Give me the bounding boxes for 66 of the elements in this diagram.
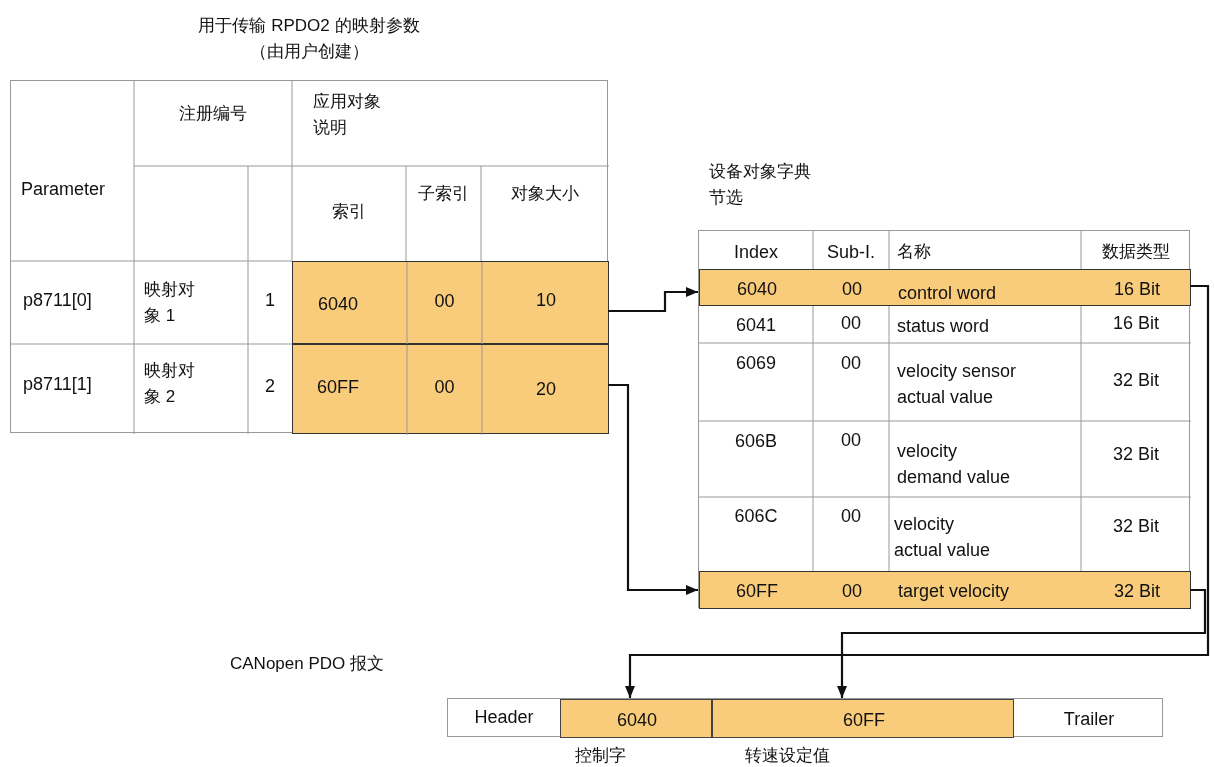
highlighted-table-row: [292, 261, 609, 344]
cell-text: 00: [841, 278, 863, 301]
cell-text: velocity sensor actual value: [897, 360, 1018, 409]
cell-text: velocity demand value: [897, 440, 1012, 489]
cell-text: p8711[1]: [23, 373, 93, 396]
cell-text: 1: [264, 289, 276, 312]
cell-text: 00: [840, 429, 862, 452]
cell-text: 32 Bit: [1112, 443, 1160, 466]
cell-text: 00: [840, 352, 862, 375]
telegram-field: [560, 699, 712, 738]
cell-text: velocity actual value: [894, 513, 992, 562]
cell-text: 6040: [735, 278, 778, 301]
connector-arrow: [608, 383, 698, 595]
table-title: 设备对象字典节选: [709, 161, 812, 209]
cell-text: 16 Bit: [1112, 312, 1160, 335]
cell-text: p8711[0]: [23, 289, 93, 312]
field-text: 6040: [615, 709, 658, 732]
field-text: Header: [473, 706, 535, 729]
column-header: 数据类型: [1101, 241, 1171, 263]
cell-text: 00: [840, 312, 862, 335]
column-header: Index: [732, 241, 779, 264]
cell-text: 32 Bit: [1113, 580, 1161, 603]
cell-text: 60FF: [735, 580, 779, 603]
cell-text: status word: [897, 315, 991, 338]
cell-text: control word: [898, 282, 998, 305]
cell-text: 606C: [733, 505, 779, 528]
cell-text: 00: [841, 580, 863, 603]
connector-arrow: [625, 284, 1210, 698]
cell-text: 00: [433, 290, 456, 313]
column-header: 对象大小: [510, 183, 580, 205]
column-header: 应用对象说明: [313, 91, 382, 139]
column-header: Parameter: [21, 178, 107, 201]
cell-text: 10: [535, 289, 557, 312]
cell-text: 6041: [734, 314, 777, 337]
cell-text: target velocity: [898, 580, 1011, 603]
column-header: 注册编号: [178, 103, 248, 125]
field-caption: 控制字: [575, 745, 627, 767]
cell-text: 00: [433, 376, 456, 399]
field-text: Trailer: [1062, 708, 1116, 731]
cell-text: 32 Bit: [1112, 369, 1160, 392]
field-text: 60FF: [842, 709, 886, 732]
highlighted-table-row: [292, 344, 609, 434]
highlighted-table-row: [699, 269, 1191, 306]
telegram-field: [712, 699, 1014, 738]
highlighted-table-row: [699, 571, 1191, 609]
column-header: 子索引: [417, 183, 470, 205]
cell-text: 2: [264, 375, 276, 398]
cell-text: 32 Bit: [1112, 515, 1160, 538]
column-header: 名称: [897, 241, 932, 263]
cell-text: 6069: [734, 352, 777, 375]
cell-text: 20: [535, 378, 557, 401]
column-header: Sub-I.: [826, 241, 876, 264]
cell-text: 映射对象 1: [144, 279, 196, 327]
cell-text: 映射对象 2: [144, 360, 196, 408]
caption-text: CANopen PDO 报文: [230, 653, 385, 675]
connector-arrow: [837, 588, 1207, 698]
table-title: 用于传输 RPDO2 的映射参数（由用户创建）: [197, 15, 421, 63]
cell-text: 60FF: [316, 376, 360, 399]
connector-arrow: [608, 287, 698, 313]
column-header: 索引: [331, 201, 367, 223]
telegram-bar: [447, 698, 1163, 737]
cell-text: 16 Bit: [1113, 278, 1161, 301]
cell-text: 00: [840, 505, 862, 528]
field-caption: 转速设定值: [745, 745, 831, 767]
cell-text: 606B: [733, 430, 778, 453]
cell-text: 6040: [316, 293, 359, 316]
